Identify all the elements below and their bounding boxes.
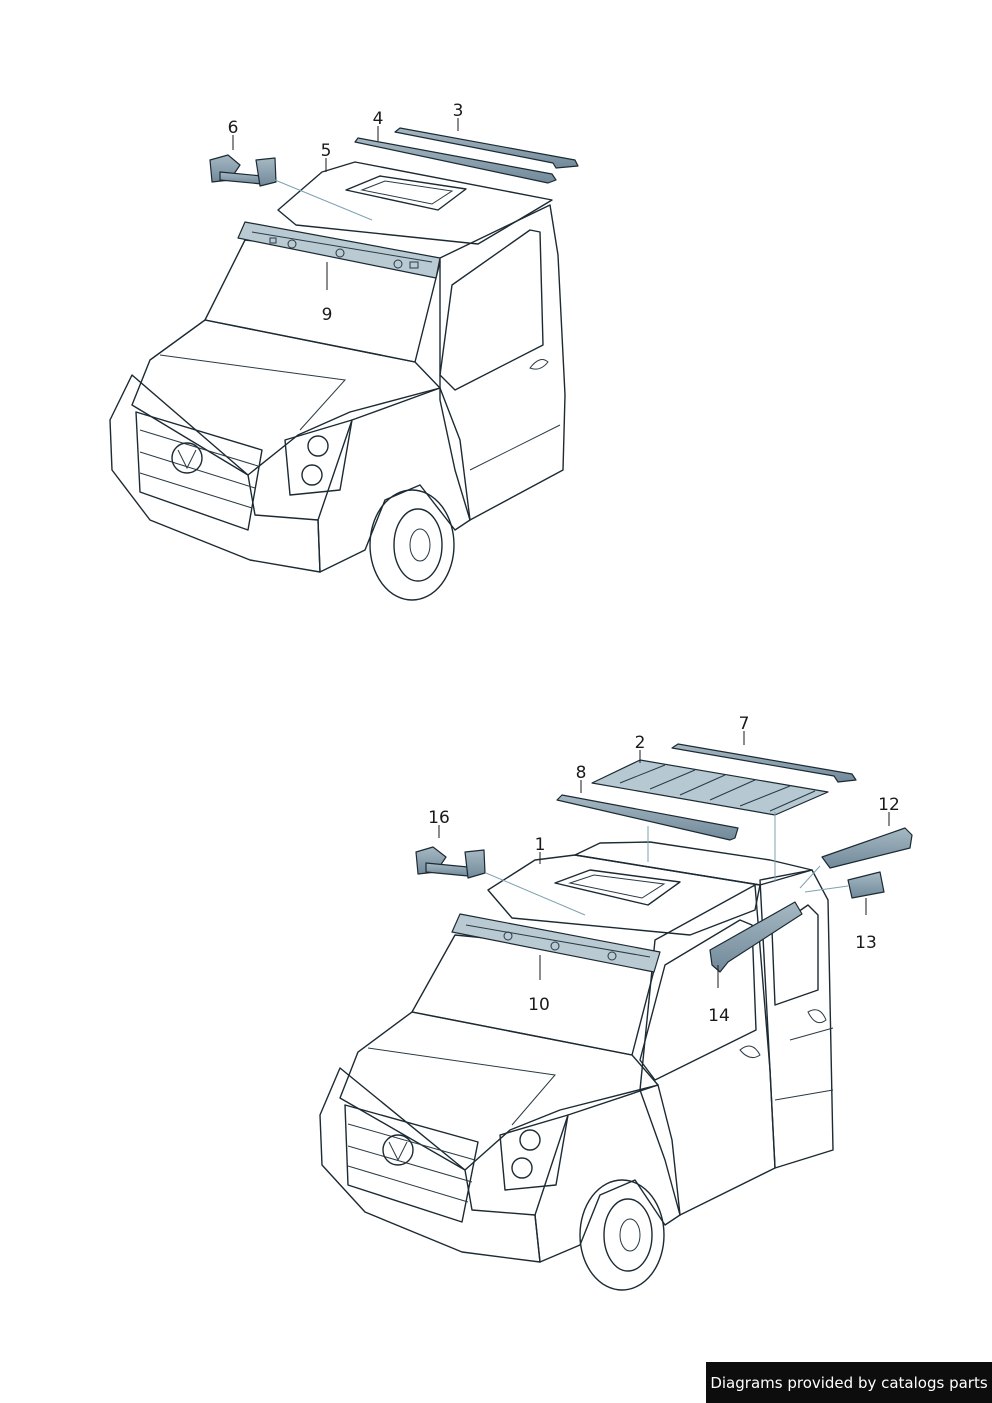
callout-4: 4 [373,109,384,141]
callout-7: 7 [739,714,750,745]
callout-13-label: 13 [855,933,877,953]
callout-16-label: 16 [428,808,450,828]
callout-6-label: 6 [228,118,239,138]
callout-16: 16 [428,808,450,838]
footer-credit-banner: Diagrams provided by catalogs parts [706,1362,992,1403]
callout-10: 10 [525,955,555,1015]
callout-10-label: 10 [528,995,550,1015]
callout-6: 6 [228,118,239,150]
callout-14: 14 [704,965,734,1026]
callout-14-label: 14 [708,1006,730,1026]
callout-3-label: 3 [453,101,464,121]
callout-7-label: 7 [739,714,750,734]
vehicle-bottom-illustration [319,743,913,1291]
callout-13: 13 [855,898,877,953]
callout-1: 1 [535,835,546,864]
callout-1-label: 1 [535,835,546,855]
callout-2: 2 [635,733,646,763]
callout-5: 5 [321,141,332,172]
callout-labels: 3 4 5 6 9 1 2 7 [228,101,900,1026]
callout-8-label: 8 [576,763,587,783]
callout-9: 9 [314,262,340,325]
callout-12: 12 [878,795,900,826]
callout-9-label: 9 [322,305,333,325]
callout-3: 3 [453,101,464,131]
callout-8: 8 [576,763,587,793]
vehicle-top-illustration [109,127,579,601]
callout-4-label: 4 [373,109,384,129]
callout-2-label: 2 [635,733,646,753]
callout-12-label: 12 [878,795,900,815]
footer-credit-text: Diagrams provided by catalogs parts [710,1373,988,1392]
callout-5-label: 5 [321,141,332,161]
